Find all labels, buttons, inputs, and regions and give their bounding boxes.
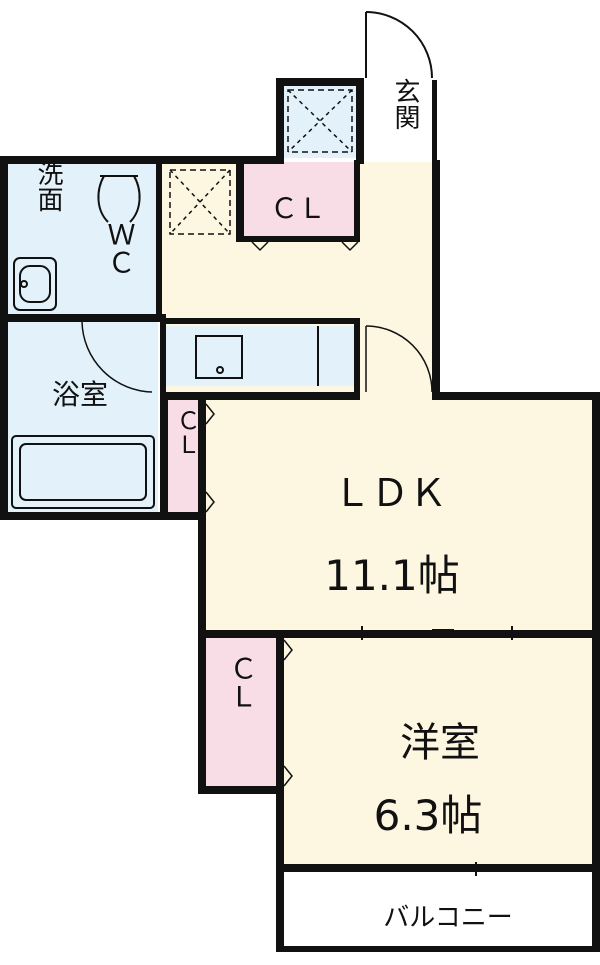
bath-label: 浴室	[52, 378, 108, 411]
bath-door-arc	[81, 321, 153, 393]
kitchen-sink-icon	[195, 326, 319, 386]
entrance-door	[365, 11, 433, 79]
western-room-floor	[282, 638, 596, 866]
wc-toilet-icon	[97, 175, 141, 223]
entrance-label: 玄関	[390, 78, 420, 130]
closet-west-label: ＣＬ	[226, 654, 259, 710]
bath-floor	[8, 320, 158, 514]
entrance-floor	[362, 80, 434, 162]
kitchen-counter	[166, 326, 356, 386]
wc-label: ＷＣ	[104, 220, 137, 276]
washroom-label: 洗面	[33, 160, 63, 212]
bathtub-icon	[11, 435, 155, 509]
ldk-size-label: 11.1帖	[324, 551, 460, 600]
closet-door-marks	[205, 241, 359, 787]
washroom-wc-floor	[8, 162, 158, 316]
closet-entry-label: ＣＬ	[270, 192, 326, 225]
closet-west-floor	[204, 638, 280, 788]
closet-side-floor	[166, 400, 204, 512]
ldk-label: ＬＤＫ	[333, 471, 447, 515]
closet-hall-icon	[169, 169, 231, 235]
closet-side-label: ＣＬ	[172, 408, 200, 456]
sliding-door-marks	[361, 626, 513, 876]
ldk-floor	[204, 398, 596, 634]
shoe-box-icon	[287, 89, 353, 153]
western-size-label: 6.3帖	[374, 791, 483, 840]
ldk-door-arc	[365, 325, 433, 393]
washbasin-icon	[13, 257, 57, 311]
balcony-label: バルコニー	[383, 903, 512, 933]
walls	[0, 78, 600, 952]
closet-entry-floor	[240, 162, 356, 238]
western-room-label: 洋室	[400, 720, 480, 766]
balcony-floor	[282, 870, 594, 950]
